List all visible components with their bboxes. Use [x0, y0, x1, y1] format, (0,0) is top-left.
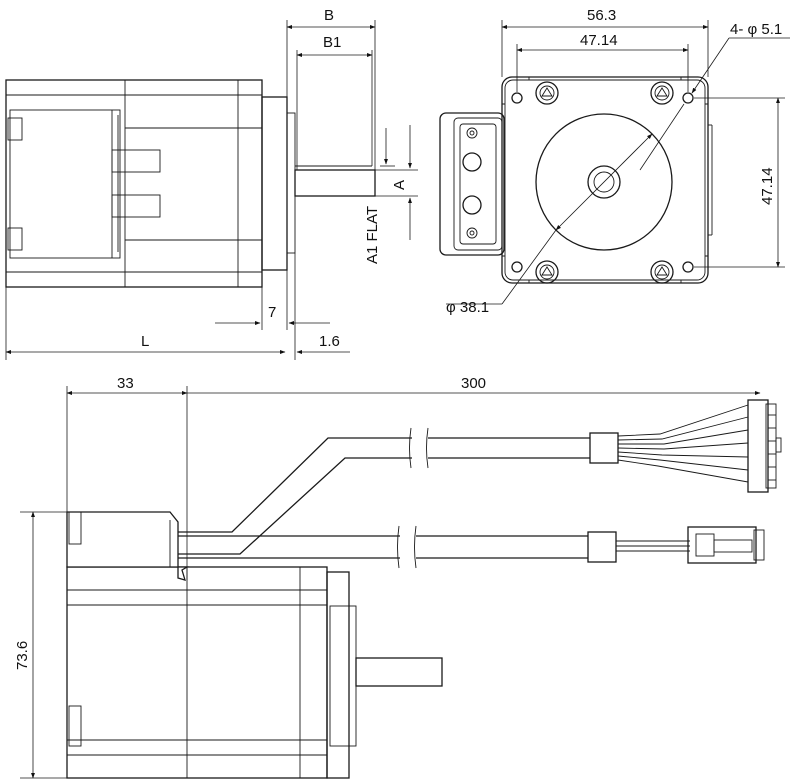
screw-head-br	[650, 260, 674, 284]
screw-head-bl	[535, 260, 559, 284]
dim-1-6-label: 1.6	[319, 333, 340, 350]
front-view: φ 38.1 56.3 47.14 4- φ 5.1 47.14	[439, 7, 790, 316]
motor-body-lower	[66, 566, 328, 779]
dim-7-label: 7	[268, 304, 276, 321]
mount-hole-br	[682, 261, 694, 273]
dim-l-label: L	[141, 333, 149, 350]
connector-pin-2	[462, 195, 482, 215]
shaft	[294, 169, 376, 197]
connector-bottom	[111, 194, 161, 218]
connector-top	[111, 149, 161, 173]
screw-head-tr	[650, 81, 674, 105]
screw-head-tl	[535, 81, 559, 105]
cable-view: 33 300 73.6	[14, 375, 782, 779]
dim-pilot-label: φ 38.1	[446, 299, 489, 316]
dim-a-label: A	[391, 180, 408, 190]
dim-holes-label: 4- φ 5.1	[730, 21, 782, 38]
dim-a1-flat-label: A1 FLAT	[364, 206, 381, 264]
mount-hole-tl	[511, 92, 523, 104]
square-flange	[501, 76, 709, 284]
connector-block	[439, 112, 505, 256]
two-pin-connector	[687, 526, 757, 564]
flange-lower	[326, 571, 350, 779]
motor-body-outline	[5, 79, 263, 288]
shaft-lower	[355, 657, 443, 687]
pilot-boss	[286, 112, 296, 254]
upper-cable-top	[178, 437, 412, 533]
side-view: B B1 A A1 FLAT 7 L 1.6	[5, 7, 418, 360]
mount-hole-tr	[682, 92, 694, 104]
dim-300-label: 300	[461, 375, 486, 392]
dim-b1-label: B1	[323, 34, 341, 51]
flange	[261, 96, 288, 271]
lower-cable-sleeve	[587, 531, 617, 563]
multi-pin-connector	[747, 399, 769, 493]
dim-73-6-label: 73.6	[14, 641, 31, 670]
pilot-circle	[535, 113, 673, 251]
dim-56-3-label: 56.3	[587, 7, 616, 24]
upper-cable-bottom	[178, 457, 412, 555]
dim-b-label: B	[324, 7, 334, 24]
connector-pin-1	[462, 152, 482, 172]
cable-gland-housing	[66, 511, 190, 581]
dim-47-14-h-label: 47.14	[580, 32, 618, 49]
end-cap	[9, 109, 121, 259]
upper-cable-sleeve	[589, 432, 619, 464]
mount-hole-bl	[511, 261, 523, 273]
dim-33-label: 33	[117, 375, 134, 392]
dim-47-14-v-label: 47.14	[759, 167, 776, 205]
